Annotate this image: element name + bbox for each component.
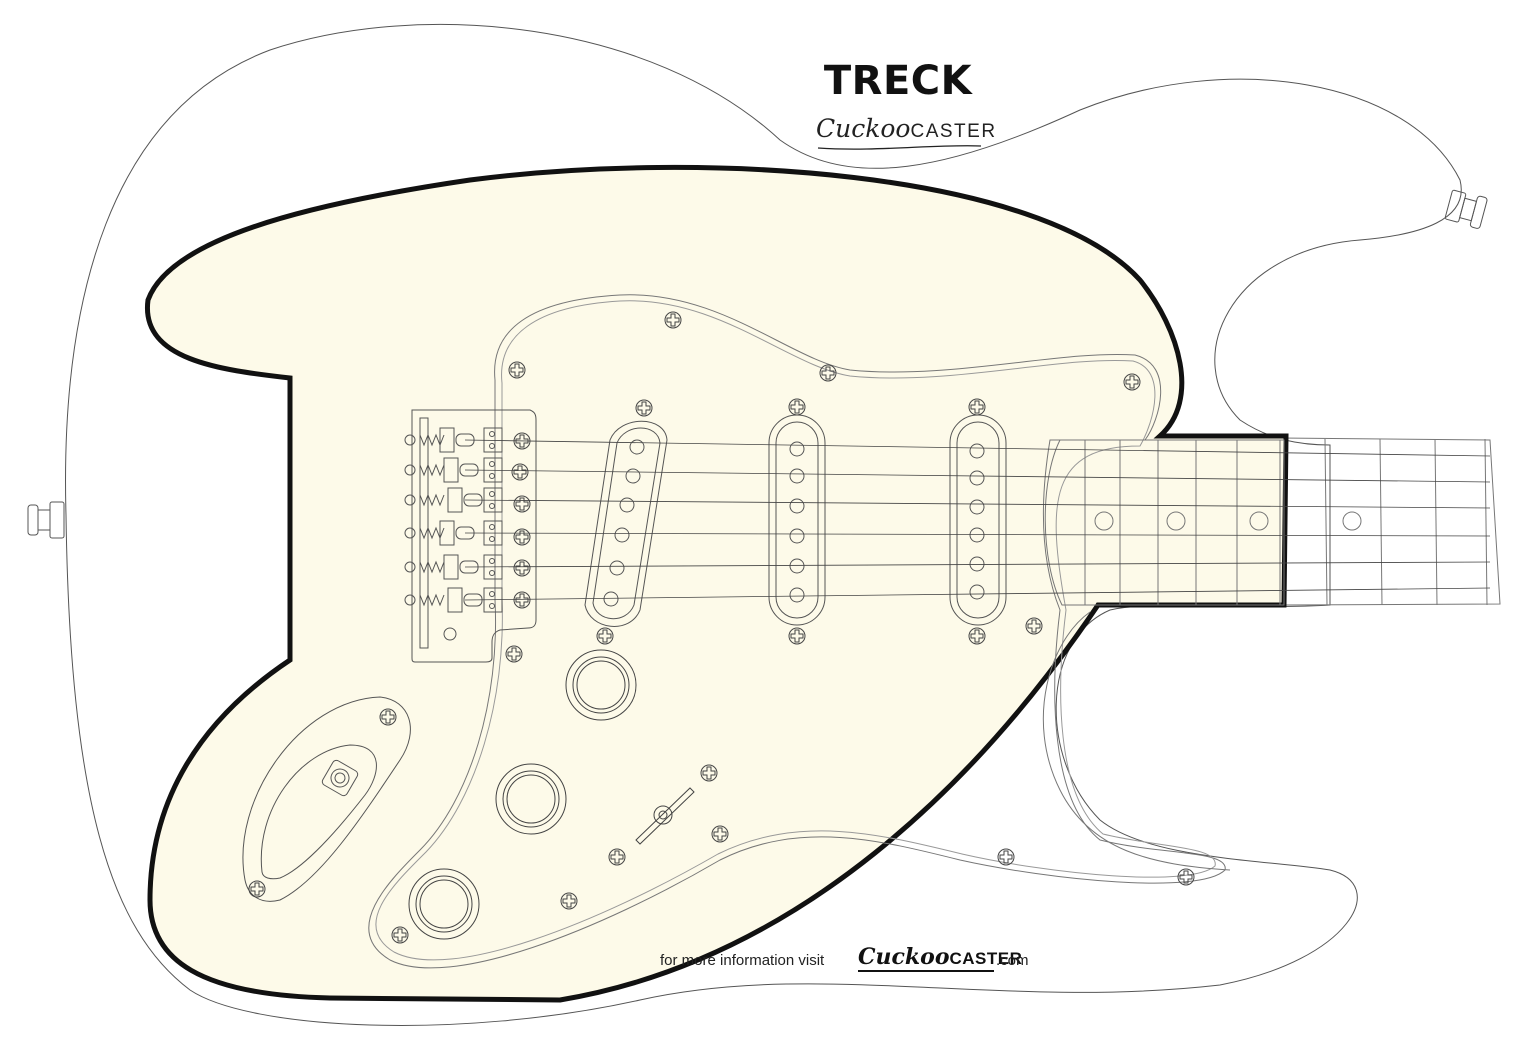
pickup-bridge xyxy=(584,420,668,627)
lower-horn-cutout xyxy=(1042,611,1231,871)
string-3 xyxy=(464,499,1491,509)
screw-icon xyxy=(997,848,1015,866)
string-6 xyxy=(464,587,1491,601)
screw-icon xyxy=(968,398,986,416)
footer-logo-underline xyxy=(858,970,994,972)
pole-piece xyxy=(629,439,645,455)
screw-icon xyxy=(391,926,409,944)
pickguard-outline xyxy=(145,164,1289,1003)
pole-piece xyxy=(789,558,805,574)
strap-button-right xyxy=(1444,189,1488,229)
screw-icon xyxy=(711,825,729,843)
screw-icon xyxy=(635,399,653,417)
pole-piece xyxy=(619,497,635,513)
knob-tone-2 xyxy=(408,868,480,940)
screw-icon xyxy=(819,364,837,382)
screw-icon xyxy=(513,495,531,513)
pole-piece xyxy=(969,584,985,600)
neck-fretboard xyxy=(1279,437,1501,606)
pole-piece xyxy=(614,527,630,543)
pole-piece xyxy=(789,498,805,514)
model-title: TRECK xyxy=(823,58,973,104)
string-1 xyxy=(464,439,1491,457)
fret xyxy=(1379,438,1383,606)
screw-icon xyxy=(788,398,806,416)
screw-icon xyxy=(508,361,526,379)
screw-icon xyxy=(608,848,626,866)
screw-icon xyxy=(1025,617,1043,635)
pole-piece xyxy=(789,528,805,544)
screw-icon xyxy=(505,645,523,663)
output-jack-plate xyxy=(242,696,411,902)
screw-icon xyxy=(664,311,682,329)
screw-icon xyxy=(379,708,397,726)
screw-icon xyxy=(700,764,718,782)
pole-piece xyxy=(609,560,625,576)
screw-icon xyxy=(788,627,806,645)
pole-piece xyxy=(603,591,619,607)
pole-piece xyxy=(969,470,985,486)
footer-logo-script: Cuckoo xyxy=(858,944,950,970)
footer-logo-caps: CASTER xyxy=(949,949,1023,968)
brand-logo-script: Cuckoo xyxy=(816,114,911,143)
pole-piece xyxy=(969,556,985,572)
screw-icon xyxy=(511,463,529,481)
screw-icon xyxy=(560,892,578,910)
screw-icon xyxy=(596,627,614,645)
pole-piece xyxy=(625,468,641,484)
pole-piece xyxy=(789,468,805,484)
screw-icon xyxy=(968,627,986,645)
screw-icon xyxy=(1123,373,1141,391)
pole-piece xyxy=(969,443,985,459)
pole-piece xyxy=(969,527,985,543)
saddle xyxy=(404,487,503,513)
footer-logo: CuckooCASTER xyxy=(858,944,1022,970)
brand-logo-caps: CASTER xyxy=(910,121,997,142)
pickup-selector-switch xyxy=(635,787,695,845)
footer-suffix: .com xyxy=(996,952,1029,969)
screw-icon xyxy=(513,559,531,577)
brand-logo-underline xyxy=(817,145,982,150)
screw-icon xyxy=(513,528,531,546)
string-2 xyxy=(464,469,1491,483)
screws xyxy=(248,311,1195,944)
neck-heel xyxy=(1044,439,1362,606)
inner-pickguard xyxy=(368,294,1226,969)
screw-icon xyxy=(248,880,266,898)
pole-piece xyxy=(789,587,805,603)
pole-piece xyxy=(789,441,805,457)
screw-icon xyxy=(513,432,531,450)
knob-volume xyxy=(565,649,637,721)
footer-note: for more information visit CuckooCASTER … xyxy=(660,944,1060,978)
bridge xyxy=(404,409,537,663)
fret xyxy=(1434,438,1438,606)
strap-button-left xyxy=(27,501,65,539)
string-4 xyxy=(464,532,1491,537)
inner-pickguard-edge xyxy=(375,300,1216,961)
screw-icon xyxy=(1177,868,1195,886)
knob-tone-1 xyxy=(495,763,567,835)
pole-piece xyxy=(969,499,985,515)
fret xyxy=(1484,438,1488,606)
screw-icon xyxy=(513,591,531,609)
strings xyxy=(464,439,1491,601)
brand-logo: CuckooCASTER xyxy=(816,114,995,154)
footer-prefix: for more information visit xyxy=(660,952,825,969)
string-5 xyxy=(464,561,1491,568)
fret xyxy=(1324,438,1328,606)
